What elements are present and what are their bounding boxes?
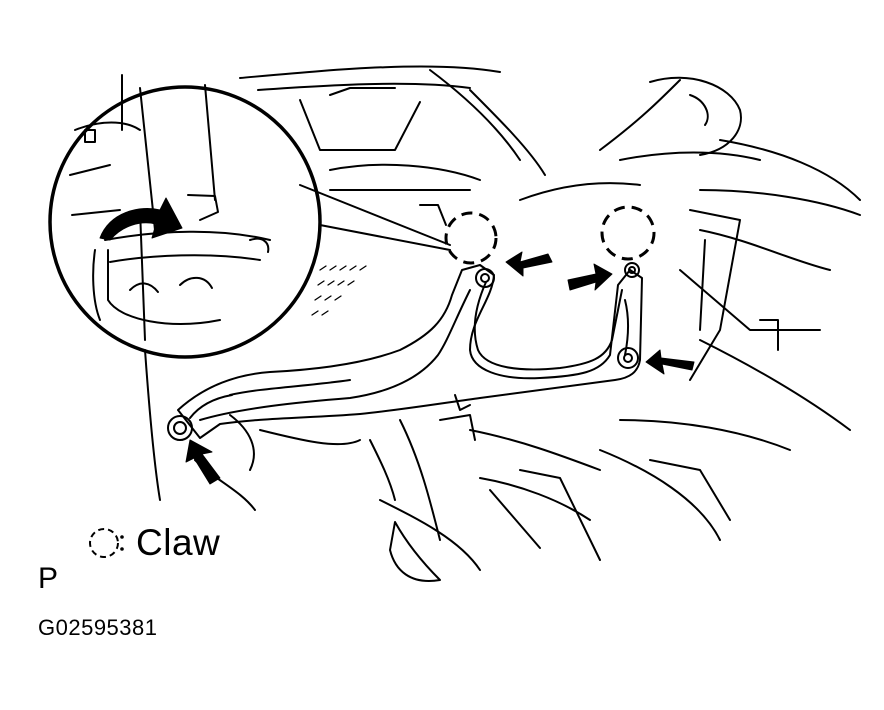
bolt-right <box>617 347 639 369</box>
bolt-top-right <box>624 262 640 278</box>
claw-markers <box>444 205 656 265</box>
dashboard-background <box>121 65 861 582</box>
pointer-arrows <box>185 251 695 485</box>
code-letter: P <box>38 562 59 595</box>
bolt-top-left <box>475 268 495 288</box>
bolt-left <box>167 415 193 441</box>
vent-grille <box>311 265 367 316</box>
dashed-circle-claw-icon <box>89 528 124 558</box>
magnified-inset <box>48 84 322 359</box>
claw-circle-right <box>600 205 656 261</box>
arrow-left-icon <box>505 251 553 277</box>
arrow-left-icon <box>645 349 695 375</box>
legend: Claw <box>86 522 220 564</box>
claw-circle-left <box>444 211 498 265</box>
bolts <box>167 262 640 441</box>
legend-label: Claw <box>136 522 221 563</box>
h-bracket <box>177 264 643 439</box>
arrow-right-icon <box>567 263 613 291</box>
magnifier-leader <box>299 184 451 251</box>
figure-code: G02595381 <box>38 615 158 640</box>
arrow-up-icon <box>185 439 221 485</box>
